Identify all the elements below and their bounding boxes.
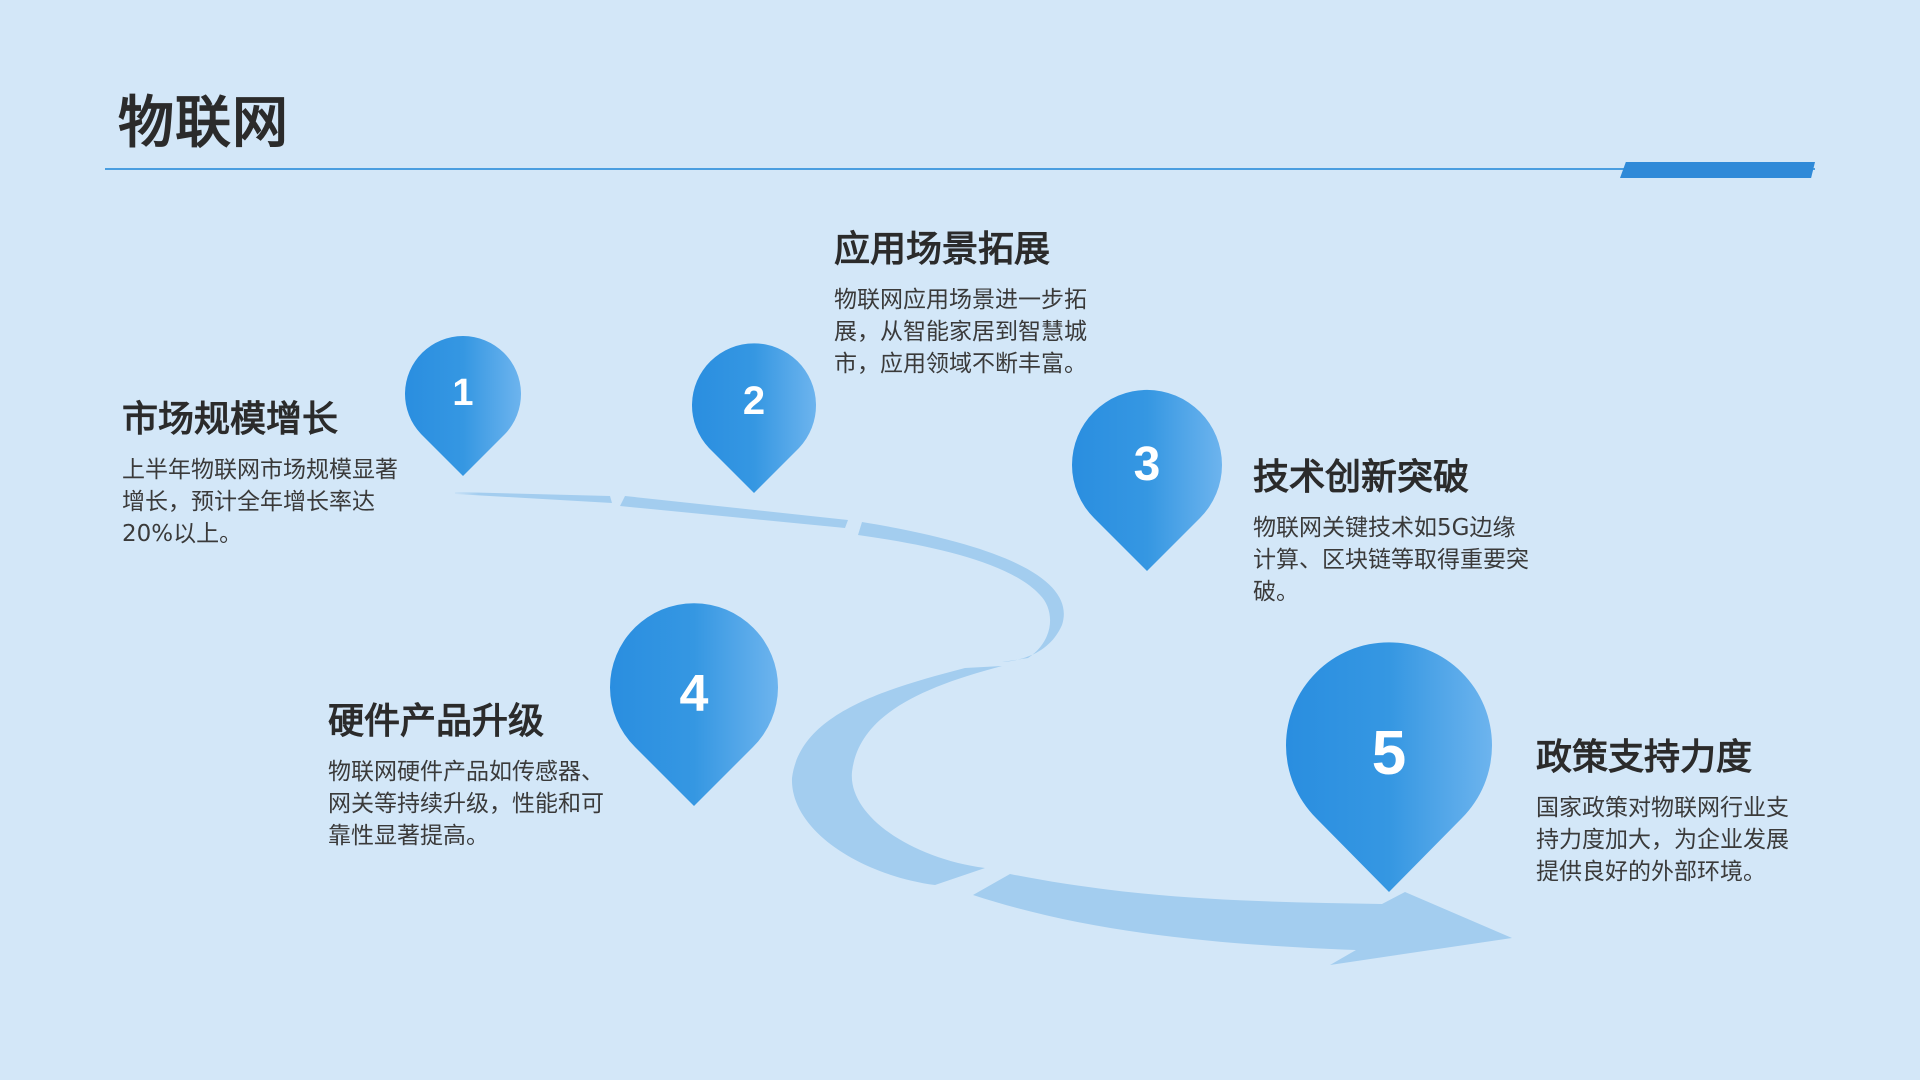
item-hardware-upgrade: 硬件产品升级 物联网硬件产品如传感器、网关等持续升级，性能和可靠性显著提高。 — [328, 700, 613, 852]
item-heading-2: 应用场景拓展 — [834, 229, 1051, 270]
item-application-expansion: 应用场景拓展 物联网应用场景进一步拓展，从智能家居到智慧城市，应用领域不断丰富。 — [834, 228, 1114, 380]
item-technology-breakthrough: 技术创新突破 物联网关键技术如5G边缘计算、区块链等取得重要突破。 — [1253, 456, 1538, 608]
item-policy-support: 政策支持力度 国家政策对物联网行业支持力度加大，为企业发展提供良好的外部环境。 — [1536, 736, 1811, 888]
title-accent-bar — [1620, 162, 1815, 178]
item-text-2: 物联网应用场景进一步拓展，从智能家居到智慧城市，应用领域不断丰富。 — [834, 287, 1087, 377]
item-text-4: 物联网硬件产品如传感器、网关等持续升级，性能和可靠性显著提高。 — [328, 759, 604, 849]
marker-pin-3: 3 — [1072, 389, 1222, 571]
item-text-5: 国家政策对物联网行业支持力度加大，为企业发展提供良好的外部环境。 — [1536, 795, 1789, 885]
road-segment-1 — [455, 492, 612, 503]
item-text-1: 上半年物联网市场规模显著增长，预计全年增长率达20%以上。 — [122, 457, 398, 547]
marker-number-2: 2 — [742, 379, 766, 423]
marker-number-3: 3 — [1133, 438, 1161, 491]
marker-number-1: 1 — [452, 372, 474, 414]
marker-number-5: 5 — [1371, 719, 1407, 788]
item-heading-3: 技术创新突破 — [1253, 457, 1470, 498]
title-divider-line — [105, 168, 1815, 170]
marker-pin-1: 1 — [405, 336, 521, 476]
road-segment-3 — [858, 522, 1064, 662]
road-segment-2 — [620, 496, 848, 528]
page-title: 物联网 — [118, 91, 289, 156]
item-market-growth: 市场规模增长 上半年物联网市场规模显著增长，预计全年增长率达20%以上。 — [122, 398, 402, 550]
marker-pin-2: 2 — [692, 343, 816, 493]
item-heading-5: 政策支持力度 — [1536, 737, 1753, 778]
marker-pin-5: 5 — [1286, 642, 1492, 892]
marker-pin-4: 4 — [610, 603, 778, 806]
marker-number-4: 4 — [679, 665, 709, 723]
item-heading-1: 市场规模增长 — [122, 399, 339, 440]
road-segment-4 — [791, 666, 1002, 885]
item-text-3: 物联网关键技术如5G边缘计算、区块链等取得重要突破。 — [1253, 515, 1529, 605]
road-arrow — [973, 874, 1512, 965]
item-heading-4: 硬件产品升级 — [328, 701, 545, 742]
